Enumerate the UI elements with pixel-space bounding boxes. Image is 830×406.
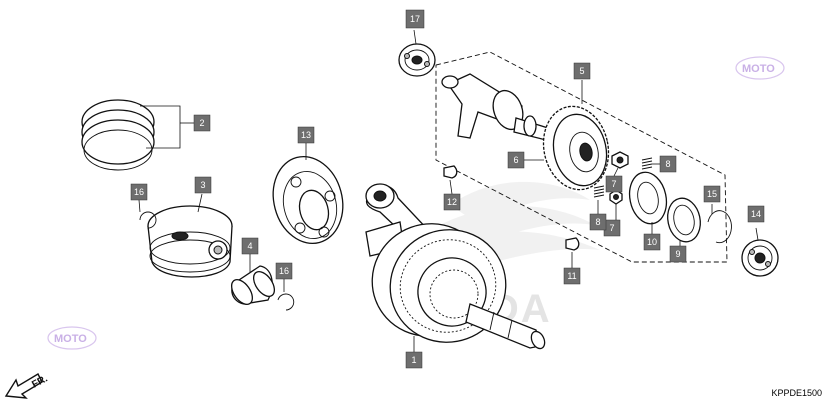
gear-nut-lower[interactable] <box>609 189 623 220</box>
balancer-shaft[interactable] <box>441 73 583 141</box>
balancer-bearing-top[interactable] <box>398 29 436 77</box>
callout-13[interactable]: 13 <box>297 126 315 144</box>
balancer-gear[interactable] <box>524 100 616 195</box>
gear-nut-upper[interactable] <box>611 151 629 177</box>
watermark-bottom-left: MOTO <box>47 326 97 350</box>
crankshaft[interactable] <box>356 183 547 358</box>
callout-15[interactable]: 15 <box>703 185 721 203</box>
piston-pin[interactable] <box>227 254 278 308</box>
damper-spring-lower[interactable] <box>593 185 605 214</box>
watermark-top-right: MOTO <box>735 56 785 80</box>
callout-4[interactable]: 4 <box>241 237 259 255</box>
callout-7-lower[interactable]: 7 <box>603 219 621 237</box>
callout-16-right[interactable]: 16 <box>275 262 293 280</box>
svg-text:MOTO: MOTO <box>54 333 87 345</box>
callout-8-upper[interactable]: 8 <box>659 155 677 173</box>
svg-text:4: 4 <box>247 241 252 251</box>
thrust-washer[interactable] <box>625 169 671 234</box>
plain-washer[interactable] <box>664 195 704 246</box>
svg-text:13: 13 <box>301 130 311 140</box>
assembly-outline <box>435 51 728 263</box>
callout-5[interactable]: 5 <box>573 62 591 80</box>
balancer-circlip[interactable] <box>707 204 732 244</box>
callout-9[interactable]: 9 <box>669 245 687 263</box>
callout-17[interactable]: 17 <box>405 9 425 29</box>
svg-text:11: 11 <box>567 271 576 281</box>
damper-spring-upper[interactable] <box>641 157 660 170</box>
svg-text:1: 1 <box>411 355 416 365</box>
svg-text:10: 10 <box>647 237 657 247</box>
woodruff-key-lower[interactable] <box>565 237 580 268</box>
crankshaft-bearing-large[interactable] <box>264 143 352 251</box>
svg-text:3: 3 <box>200 180 205 190</box>
front-direction-label: FR. <box>30 373 50 390</box>
balancer-bearing-right[interactable] <box>741 227 779 277</box>
svg-text:8: 8 <box>595 217 600 227</box>
callout-1[interactable]: 1 <box>405 351 423 369</box>
svg-text:7: 7 <box>609 223 614 233</box>
svg-text:16: 16 <box>134 187 144 197</box>
piston-rings[interactable] <box>81 99 194 171</box>
callout-2[interactable]: 2 <box>193 114 211 132</box>
svg-text:17: 17 <box>410 14 420 24</box>
callout-10[interactable]: 10 <box>643 233 661 251</box>
svg-text:8: 8 <box>665 159 670 169</box>
callout-16-left[interactable]: 16 <box>130 183 148 201</box>
svg-text:MOTO: MOTO <box>742 63 775 75</box>
callout-11[interactable]: 11 <box>563 267 581 285</box>
callout-7-upper[interactable]: 7 <box>605 175 623 193</box>
svg-text:16: 16 <box>279 266 289 276</box>
svg-text:12: 12 <box>447 197 457 207</box>
piston-pin-clip-left[interactable] <box>138 199 157 229</box>
callout-8-lower[interactable]: 8 <box>589 213 607 231</box>
front-direction-arrow-icon: FR. <box>4 373 50 399</box>
callout-14[interactable]: 14 <box>747 205 765 223</box>
piston[interactable] <box>147 193 233 278</box>
svg-text:15: 15 <box>707 189 717 199</box>
callout-12[interactable]: 12 <box>443 193 461 211</box>
svg-text:5: 5 <box>579 66 584 76</box>
svg-text:14: 14 <box>751 209 761 219</box>
svg-text:6: 6 <box>513 155 518 165</box>
svg-text:7: 7 <box>611 179 616 189</box>
callout-6[interactable]: 6 <box>507 151 525 169</box>
svg-text:2: 2 <box>199 118 204 128</box>
callout-3[interactable]: 3 <box>194 176 212 194</box>
diagram-code: KPPDE1500 <box>771 388 822 398</box>
svg-text:9: 9 <box>675 249 680 259</box>
woodruff-key-upper[interactable] <box>443 165 458 195</box>
piston-pin-clip-right[interactable] <box>277 278 295 311</box>
